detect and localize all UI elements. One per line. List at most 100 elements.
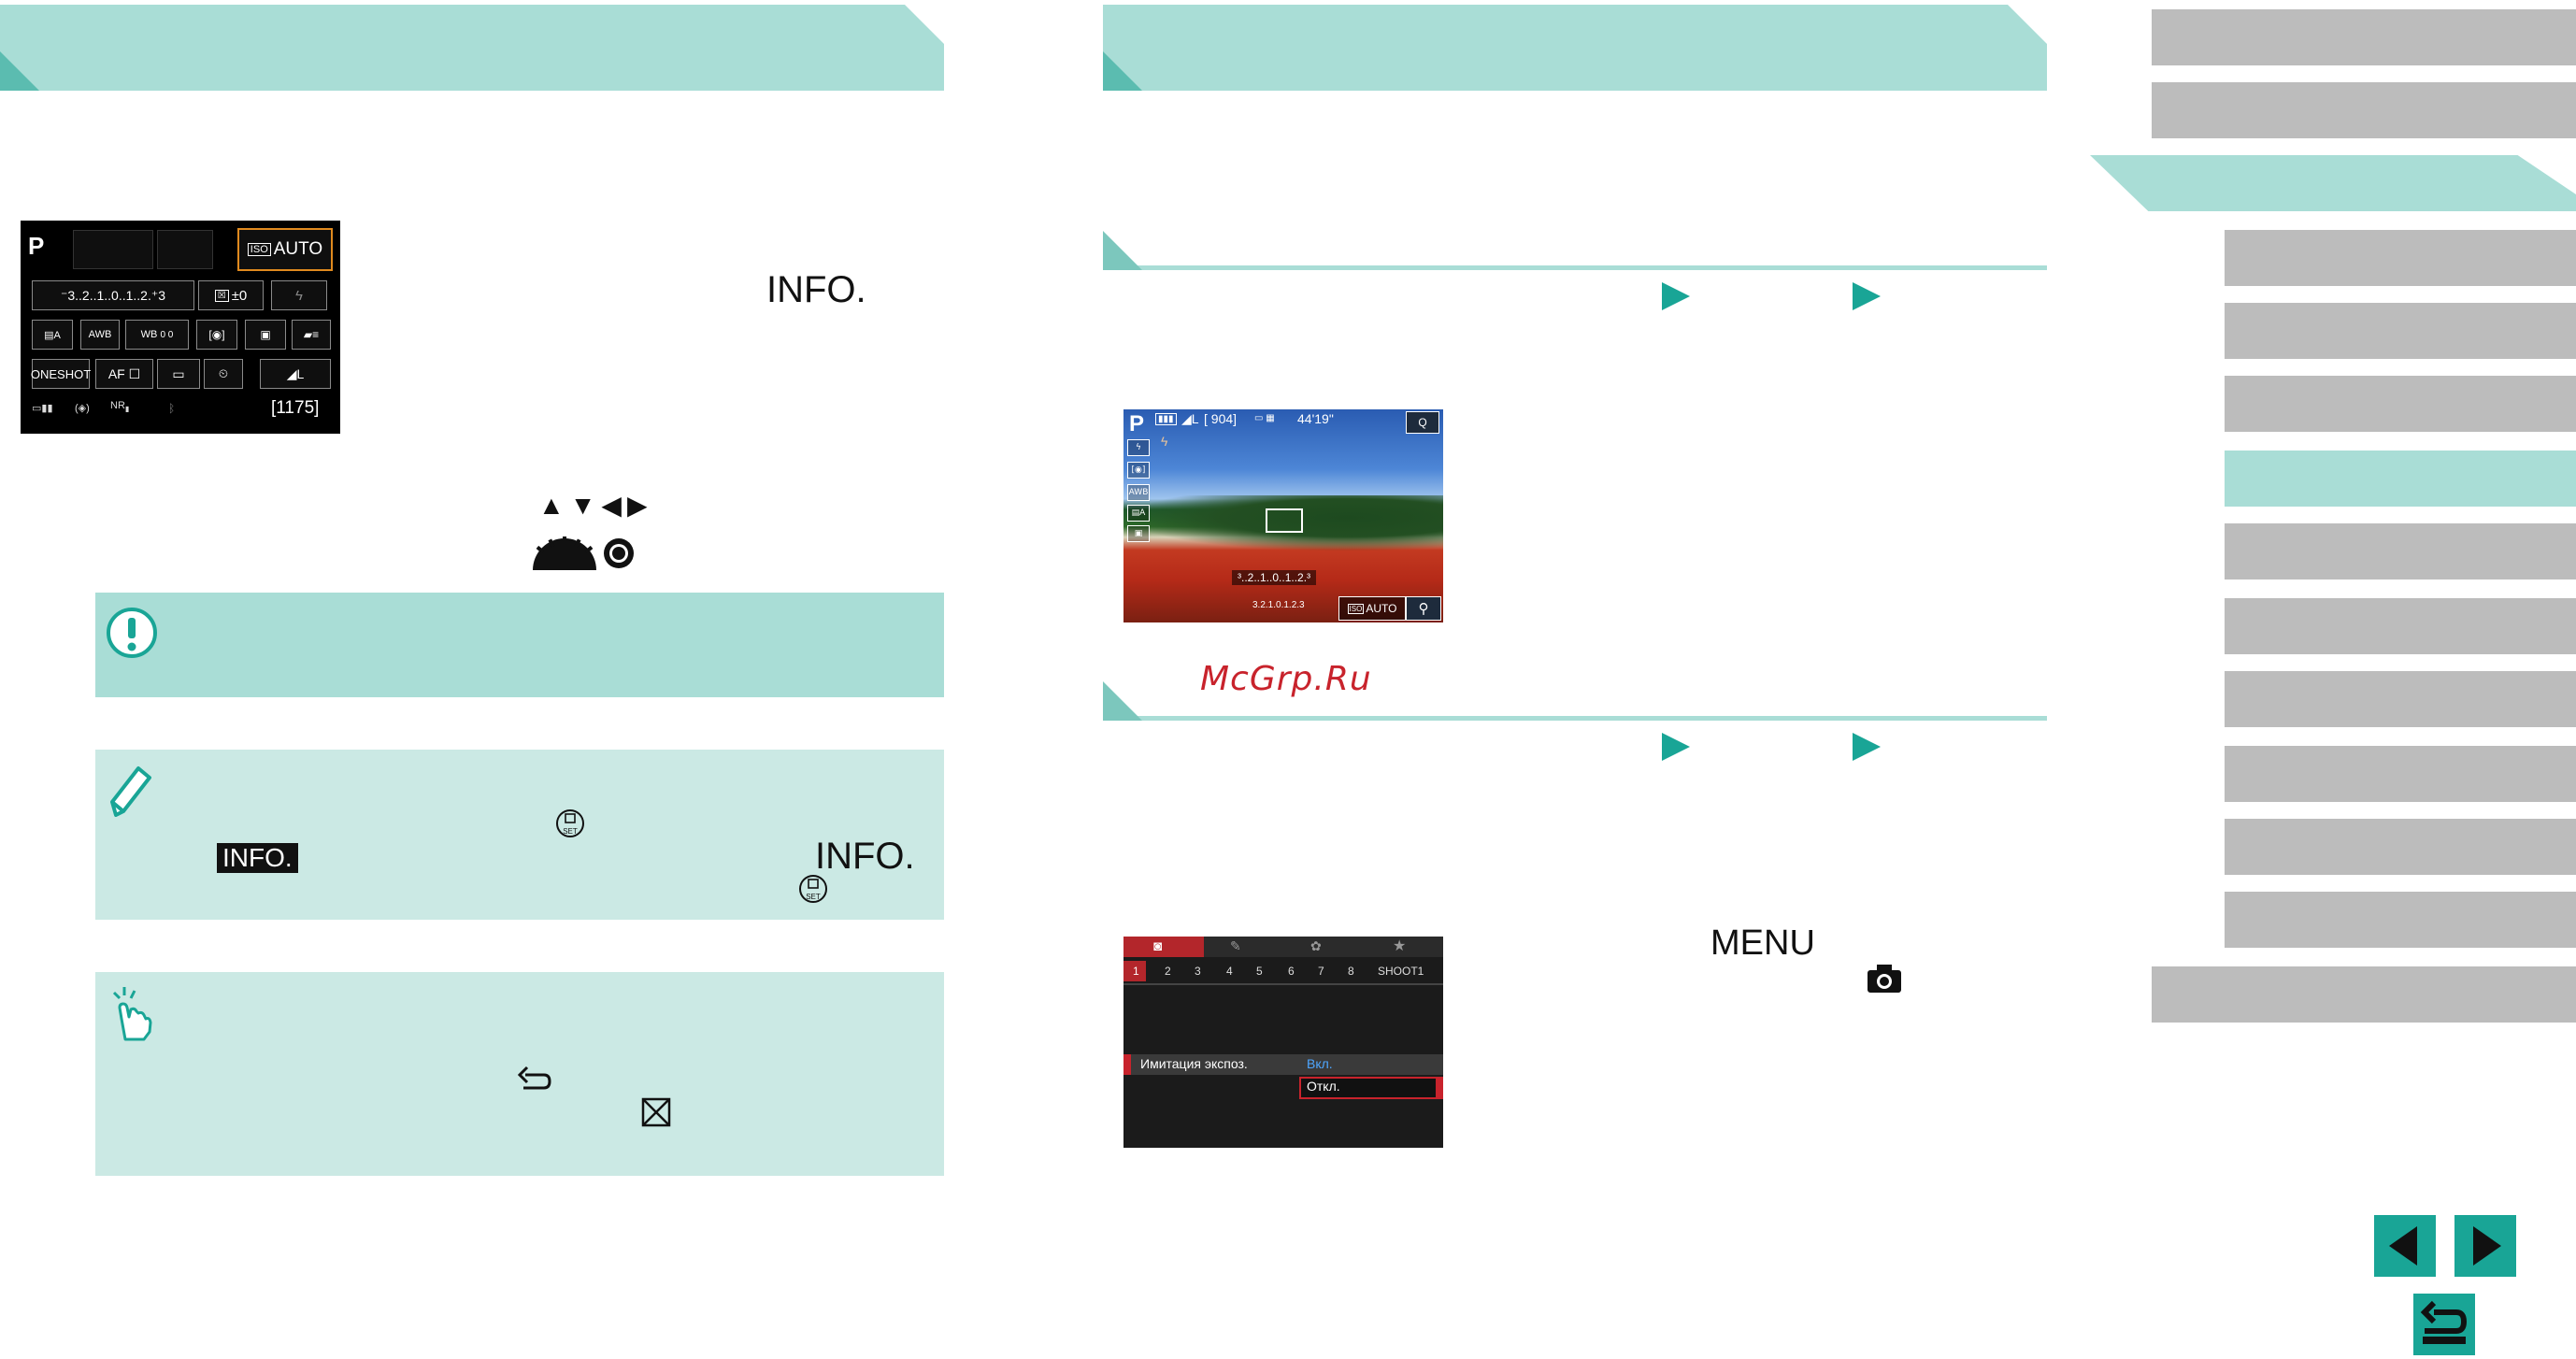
nav-subtab-1[interactable]	[2225, 230, 2576, 286]
white-balance-icon[interactable]: AWB	[80, 320, 120, 350]
lv-exposure-scale-small: 3.2.1.0.1.2.3	[1252, 600, 1305, 610]
lv-quality-value: L	[1191, 411, 1199, 426]
nav-subtab-2[interactable]	[2225, 303, 2576, 359]
return-page-button[interactable]	[2413, 1294, 2475, 1355]
scene-trees	[1123, 495, 1443, 551]
func-set-icon: SET	[799, 875, 827, 903]
iso-cell-selected[interactable]: ISO AUTO	[237, 228, 333, 271]
lv-magnify-icon[interactable]: ⚲	[1406, 596, 1441, 621]
image-quality-value: L	[296, 366, 305, 381]
nav-subtab-5[interactable]	[2225, 523, 2576, 579]
nav-tab-3-active[interactable]	[2090, 155, 2576, 211]
header-cut-decoration	[905, 5, 944, 44]
menu-item-marker	[1123, 1054, 1131, 1075]
image-stabilizer-icon: (◈)	[75, 403, 90, 414]
alo-icon[interactable]: ▣	[245, 320, 286, 350]
nav-subtab-8[interactable]	[2225, 746, 2576, 802]
cross-keys-icon: ▲▼◀▶	[538, 491, 653, 520]
menu-page-5[interactable]: 5	[1256, 965, 1263, 978]
nav-subtab-7[interactable]	[2225, 671, 2576, 727]
prev-page-button[interactable]	[2374, 1215, 2436, 1277]
menu-page-4[interactable]: 4	[1226, 965, 1233, 978]
menu-page-6[interactable]: 6	[1288, 965, 1295, 978]
header-corner-decoration	[1103, 51, 1142, 91]
lv-picture-style-icon: ▤A	[1127, 505, 1150, 522]
battery-icon: ▭▮▮	[32, 403, 53, 414]
nav-subtab-3[interactable]	[2225, 376, 2576, 432]
header-corner-decoration	[0, 51, 39, 91]
menu-option-marker	[1438, 1077, 1443, 1099]
wb-shift-cell[interactable]: WB 0 0	[125, 320, 189, 350]
menu-item-label: Имитация экспоз.	[1140, 1056, 1248, 1071]
nav-subtab-9[interactable]	[2225, 819, 2576, 875]
lv-alo-icon: ▣	[1127, 525, 1150, 542]
caution-icon	[107, 608, 157, 658]
camera-settings-icon[interactable]: ▰≡	[292, 320, 331, 350]
info-button-glyph: INFO.	[815, 836, 915, 877]
iso-icon: ISO	[247, 243, 271, 256]
next-page-button[interactable]	[2454, 1215, 2516, 1277]
af-method-value: AF	[107, 366, 125, 381]
exp-comp-value: ±0	[231, 287, 248, 304]
menu-page-7[interactable]: 7	[1318, 965, 1324, 978]
lv-iso-value: AUTO	[1366, 602, 1397, 615]
metering-icon[interactable]: [◉]	[196, 320, 237, 350]
lv-iso-icon: ISO	[1347, 603, 1365, 614]
menu-option-on[interactable]: Вкл.	[1307, 1056, 1333, 1071]
menu-item-row[interactable]	[1123, 1054, 1443, 1075]
lv-movie-icon: ▭ ▦	[1254, 413, 1275, 423]
my-menu-tab-icon: ★	[1393, 938, 1407, 954]
menu-page-8[interactable]: 8	[1348, 965, 1354, 978]
lv-movie-time: 44'19"	[1297, 411, 1334, 426]
menu-tab-name: SHOOT1	[1378, 965, 1424, 978]
nav-subtab-10[interactable]	[2225, 892, 2576, 948]
wb-shift-values: 0 0	[160, 329, 174, 340]
menu-page-3[interactable]: 3	[1195, 965, 1201, 978]
lv-af-frame	[1266, 508, 1303, 533]
nav-tab-4[interactable]	[2152, 966, 2576, 1023]
menu-page-2[interactable]: 2	[1165, 965, 1171, 978]
bluetooth-icon: ᛒ	[168, 402, 176, 415]
func-set-icon: SET	[556, 809, 584, 837]
flash-off-icon[interactable]: ϟ	[271, 280, 327, 310]
section-rule-corner	[1103, 231, 1142, 270]
lv-shooting-mode: P	[1129, 411, 1145, 436]
nav-subtab-6[interactable]	[2225, 598, 2576, 654]
nav-tab-2[interactable]	[2152, 82, 2576, 138]
path-arrow-icon	[1662, 282, 1690, 310]
exp-comp-icon: ☒	[214, 289, 229, 302]
nav-tab-1[interactable]	[2152, 9, 2576, 65]
section-rule-2	[1103, 681, 2047, 721]
section-rule-corner	[1103, 681, 1142, 721]
shots-remaining: [1175]	[271, 398, 320, 418]
af-operation-cell[interactable]: ONESHOT	[31, 359, 91, 389]
exposure-scale-cell[interactable]: ⁻3..2..1..0..1..2.⁺3	[32, 280, 194, 310]
section-rule-1	[1103, 231, 2047, 270]
lv-q-button[interactable]: Q	[1406, 411, 1439, 434]
menu-page-1-active[interactable]	[1123, 961, 1146, 981]
picture-style-icon[interactable]: ▤A	[32, 320, 73, 350]
af-method-cell[interactable]: AF ☐	[95, 359, 153, 389]
tip-note: SET INFO. INFO. SET	[95, 750, 944, 920]
lv-flash-icon: ϟ	[1161, 434, 1168, 449]
lv-quality-cell: ◢L	[1181, 411, 1199, 427]
menu-option-off-box[interactable]	[1299, 1077, 1438, 1099]
exp-comp-cell[interactable]: ☒ ±0	[198, 280, 264, 310]
left-header-band	[0, 5, 944, 91]
camera-tab-icon: ◙	[1153, 938, 1163, 954]
header-cut-decoration	[2008, 5, 2047, 44]
custom-tab-icon: ✿	[1310, 938, 1322, 953]
right-header-band	[1103, 5, 2047, 91]
self-timer-off-icon[interactable]: ⏲	[204, 359, 243, 389]
lv-metering-icon: [◉]	[1127, 462, 1150, 479]
menu-path-arrows	[1662, 733, 1881, 761]
menu-tab-shoot-active[interactable]	[1123, 937, 1204, 957]
drive-mode-icon[interactable]: ▭	[157, 359, 200, 389]
image-quality-cell[interactable]: ◢L	[260, 359, 331, 389]
shooting-mode: P	[28, 232, 45, 260]
prev-arrow-icon	[2389, 1226, 2417, 1266]
lv-quality-icon: ◢	[1181, 411, 1192, 426]
nav-subtab-4-active[interactable]	[2225, 451, 2576, 507]
info-button-glyph: INFO.	[766, 269, 866, 310]
